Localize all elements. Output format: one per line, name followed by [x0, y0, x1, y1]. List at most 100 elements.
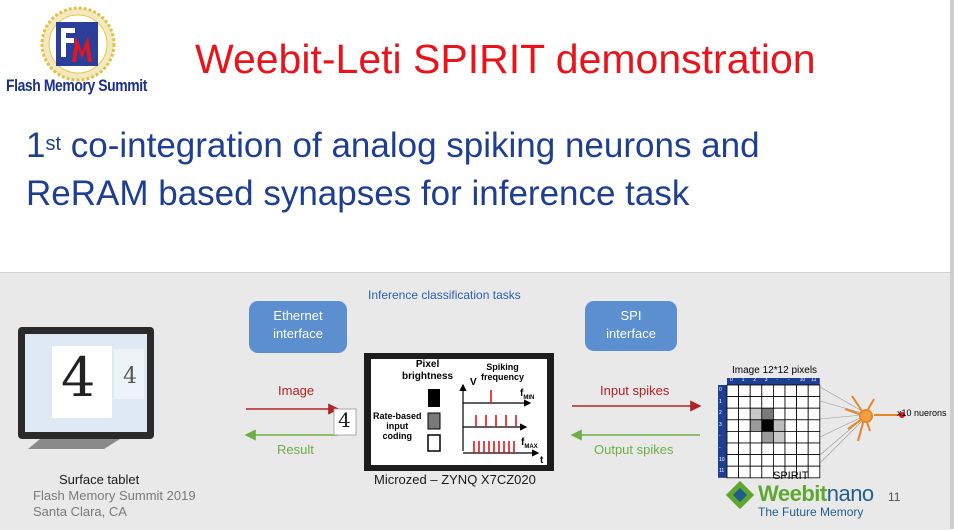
grid-cell [773, 454, 786, 467]
grid-row-label: - [719, 445, 721, 451]
input-spikes-label: Input spikes [600, 383, 670, 398]
fpga-caption: Microzed – ZYNQ X7CZ020 [374, 472, 536, 487]
output-spikes-label: Output spikes [594, 442, 674, 457]
fpga-board [364, 353, 554, 471]
grid-cell [749, 442, 763, 456]
subtitle-line-2: ReRAM based synapses for inference task [26, 174, 690, 213]
grid-column-label: 1 [741, 377, 745, 383]
grid-cell [749, 430, 763, 444]
grid-cell [738, 465, 751, 479]
grid-cell [738, 419, 751, 432]
grid-cell [784, 407, 798, 421]
grid-cell [726, 442, 740, 456]
grid-cell [749, 465, 763, 479]
grid-row-label: - [719, 433, 721, 440]
spi-interface-box: SPI interface [585, 301, 677, 351]
grid-cell [784, 454, 798, 467]
grid-column-label: 3 [764, 377, 768, 383]
grid-cell [784, 396, 798, 409]
grid-cell [773, 419, 786, 432]
digit-thumbnail-text: 4 [338, 408, 351, 432]
grid-cell [726, 430, 740, 444]
grid-cell [749, 384, 763, 398]
grid-cell [773, 430, 786, 444]
grid-cell [807, 454, 821, 467]
pixel-brightness-label: Pixel brightness [402, 359, 454, 382]
grid-cell [773, 407, 786, 421]
grid-cell [796, 407, 809, 421]
grid-cell [796, 384, 809, 398]
grid-row-label: 11 [719, 468, 725, 475]
grid-cell [807, 419, 821, 432]
logo-text: Flash Memory Summit [6, 76, 147, 95]
grid-cell [807, 465, 821, 479]
grid-cell [726, 419, 740, 432]
diagram-graphics [18, 327, 905, 510]
grid-cell [807, 396, 821, 409]
grid-column-label: 10 [799, 377, 806, 383]
grid-cell [773, 442, 786, 456]
grid-cell [738, 396, 751, 409]
grid-cell [726, 407, 740, 421]
grid-column-label: - [788, 377, 790, 383]
event-footer: Flash Memory Summit 2019 Santa Clara, CA [33, 488, 196, 519]
flash-memory-summit-logo [8, 6, 156, 98]
synapse-lines [819, 386, 863, 464]
fmax-label: fMAX [521, 437, 538, 450]
tablet-digit-preview: 4 [123, 364, 137, 389]
grid-row-label: 1 [719, 398, 722, 405]
voltage-axis-label: V [470, 377, 477, 388]
rate-coding-label: Rate-based input coding [373, 411, 422, 441]
tablet-caption: Surface tablet [59, 472, 140, 487]
grid-cell [807, 430, 821, 444]
slide-edge [950, 0, 954, 529]
grid-column-label: 2 [753, 377, 756, 383]
grid-cell [749, 407, 763, 421]
weebit-brand: Weebitnano [758, 481, 874, 506]
image-label: Image [278, 383, 315, 398]
neuron-icon [844, 395, 905, 442]
grid-cell [796, 396, 809, 409]
grid-column-label: 0 [730, 377, 733, 383]
grid-cell [807, 384, 821, 398]
neurons-label: x10 nuerons [897, 408, 947, 418]
time-axis-label: t [540, 455, 544, 466]
pixel-grid [718, 378, 821, 479]
slide-title: Weebit-Leti SPIRIT demonstration [195, 36, 816, 82]
inference-label: Inference classification tasks [368, 288, 521, 302]
grid-cell [761, 419, 774, 432]
grid-cell [749, 419, 763, 432]
grid-cell [738, 430, 751, 444]
grid-cell [784, 419, 798, 432]
page-number: 11 [888, 490, 901, 504]
grid-row-label: 10 [719, 456, 725, 463]
slide-subtitle: 1st co-integration of analog spiking neu… [26, 122, 760, 218]
weebit-tagline: The Future Memory [758, 505, 864, 519]
grid-cell [761, 442, 774, 456]
grid-cell [738, 454, 751, 467]
grid-cell [784, 384, 798, 398]
grid-column-label: - [776, 377, 779, 383]
grid-row-label: 2 [719, 410, 722, 417]
grid-cell [773, 384, 786, 398]
grid-cell [726, 384, 740, 398]
grid-row-label: 0 [719, 387, 722, 393]
grid-cell [796, 419, 809, 432]
grid-cell [749, 396, 763, 409]
grid-cell [784, 442, 798, 456]
grid-cell [796, 454, 809, 467]
grid-cell [761, 465, 774, 479]
grid-cell [749, 454, 763, 467]
grid-column-label: 11 [811, 377, 817, 383]
grid-title: Image 12*12 pixels [732, 365, 818, 376]
fms-emblem-icon [40, 6, 116, 82]
grid-cell [738, 407, 751, 421]
grid-row-label: 3 [719, 421, 722, 428]
grid-cell [807, 407, 821, 421]
grid-cell [796, 430, 809, 444]
grid-cell [784, 430, 798, 444]
surface-tablet-icon [18, 327, 154, 449]
grid-cell [761, 396, 774, 409]
ethernet-interface-box: Ethernet interface [249, 301, 347, 353]
subtitle-line-1: 1st co-integration of analog spiking neu… [26, 126, 760, 165]
